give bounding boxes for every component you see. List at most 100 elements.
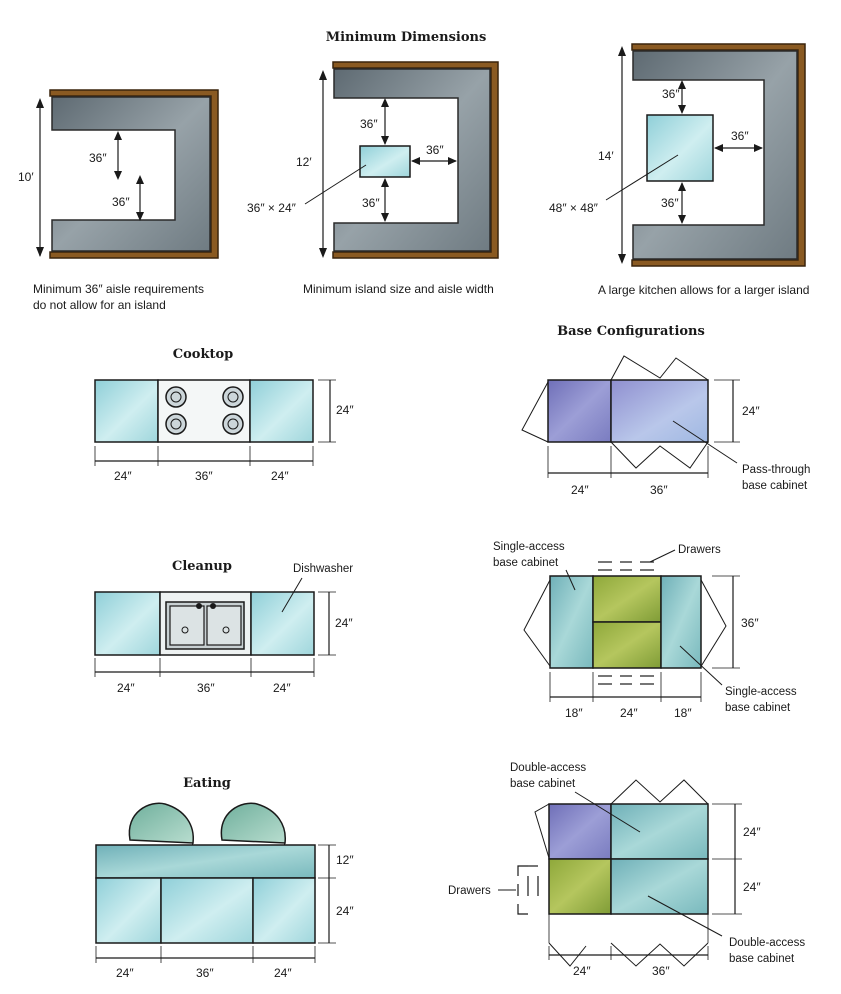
arrowhead [714, 144, 723, 152]
cabinet-left [547, 379, 612, 443]
island-size-label: 48″ × 48″ [549, 201, 599, 215]
double-sink-icon [165, 601, 245, 650]
double-access-label-bottom: Double-access [729, 937, 805, 949]
cabinet-bottom-right [610, 858, 709, 915]
kitchen-layout-small: 10′ 36″ 36″ Minimum 36″ aisle requiremen… [18, 89, 219, 312]
arrowhead [678, 80, 686, 89]
leader-line [672, 420, 738, 464]
depth-label: 24″ [742, 404, 760, 418]
aisle-label: 36″ [112, 195, 130, 209]
leader-line [574, 791, 641, 833]
depth-label: 24″ [336, 904, 354, 918]
counter-front-edge [52, 129, 176, 221]
pass-through-cabinet [610, 379, 709, 443]
cabinet-top-left [548, 803, 612, 860]
aisle-label: 36″ [662, 87, 680, 101]
drawer-bank-top [592, 575, 662, 623]
aisle-label: 36″ [360, 117, 378, 131]
cooktop-title: Cooktop [173, 347, 233, 362]
single-access-label-right: Single-access [725, 686, 797, 698]
door-swing [521, 381, 549, 443]
overhang-counter [95, 844, 316, 879]
arrowhead [618, 254, 626, 264]
door-swing [523, 579, 551, 667]
island [646, 114, 714, 182]
aisle-label: 36″ [89, 151, 107, 165]
arrowhead [381, 98, 389, 107]
island [359, 145, 411, 178]
depth-label: 12″ [336, 853, 354, 867]
kitchen-layout-medium: 12′ 36″ 36″ 36″ 36″ × 24″ Minimum island… [247, 61, 499, 296]
height-label: 10′ [18, 170, 34, 184]
double-access-label-bottom: base cabinet [729, 953, 795, 965]
depth-label: 24″ [743, 825, 761, 839]
wall-wood-trim [631, 43, 806, 267]
single-access-label-right: base cabinet [725, 702, 791, 714]
drawer-pull-icon [598, 561, 654, 685]
cabinet-left [94, 591, 161, 656]
door-swing [548, 942, 587, 967]
arrowhead [678, 105, 686, 114]
double-access-label-top: base cabinet [510, 778, 576, 790]
arrowhead [678, 182, 686, 191]
height-label: 14′ [598, 149, 614, 163]
arrowhead [136, 175, 144, 184]
arrowhead [448, 157, 457, 165]
width-label: 24″ [620, 706, 638, 720]
arrowhead [114, 131, 122, 140]
drawers-label: Drawers [448, 885, 491, 897]
caption-line: Minimum 36″ aisle requirements [33, 282, 204, 296]
single-access-label-top: base cabinet [493, 557, 559, 569]
arrowhead [381, 136, 389, 145]
door-swing [610, 942, 709, 967]
kitchen-layout-large: 14′ 36″ 36″ 36″ 48″ × 48″ A large kitche… [549, 43, 809, 297]
aisle-label: 36″ [362, 196, 380, 210]
cabinet-right [249, 379, 314, 443]
width-label: 18″ [674, 706, 692, 720]
counter-u-shape [632, 50, 798, 260]
width-label: 24″ [117, 681, 135, 695]
wall-wood-trim [49, 89, 219, 259]
width-label: 36″ [650, 483, 668, 497]
width-label: 18″ [565, 706, 583, 720]
cabinet-top-right [610, 803, 709, 860]
counter-u-shape [51, 96, 211, 252]
caption-line: Minimum island size and aisle width [303, 282, 494, 296]
eating-title: Eating [183, 776, 231, 791]
base-configurations-title: Base Configurations [557, 324, 705, 339]
width-label: 24″ [271, 469, 289, 483]
leader-line [647, 895, 723, 937]
arrowhead [411, 157, 420, 165]
eating-island: 12″ 24″ 24″ 36″ 24″ [95, 802, 354, 980]
arrowhead [136, 212, 144, 221]
double-access-config: Double-access base cabinet Drawers 24″ 2… [448, 762, 805, 978]
door-swing [699, 577, 727, 669]
width-label: 36″ [197, 681, 215, 695]
aisle-label: 36″ [661, 196, 679, 210]
cabinet-right [252, 877, 316, 944]
width-label: 24″ [116, 966, 134, 980]
depth-label: 36″ [741, 616, 759, 630]
door-swing [610, 355, 709, 381]
width-label: 36″ [196, 966, 214, 980]
door-swing [610, 441, 709, 469]
arrowhead [36, 98, 44, 108]
leader-line [565, 569, 576, 591]
depth-label: 24″ [335, 616, 353, 630]
cabinet-left [94, 379, 159, 443]
arrowhead [754, 144, 763, 152]
pass-through-label: Pass-through [742, 464, 810, 476]
depth-label: 24″ [743, 880, 761, 894]
leader-line [605, 154, 679, 201]
width-label: 36″ [195, 469, 213, 483]
leader-line [679, 645, 723, 686]
width-label: 24″ [573, 964, 591, 978]
width-label: 24″ [114, 469, 132, 483]
counter-u-shape [333, 68, 491, 252]
cooktop-island: 24″ 24″ 36″ 24″ [94, 379, 354, 483]
cabinet-left [549, 575, 594, 669]
arrowhead [36, 247, 44, 257]
wall-wood-trim [332, 61, 499, 259]
cabinet-middle [160, 877, 254, 944]
island-size-label: 36″ × 24″ [247, 201, 297, 215]
